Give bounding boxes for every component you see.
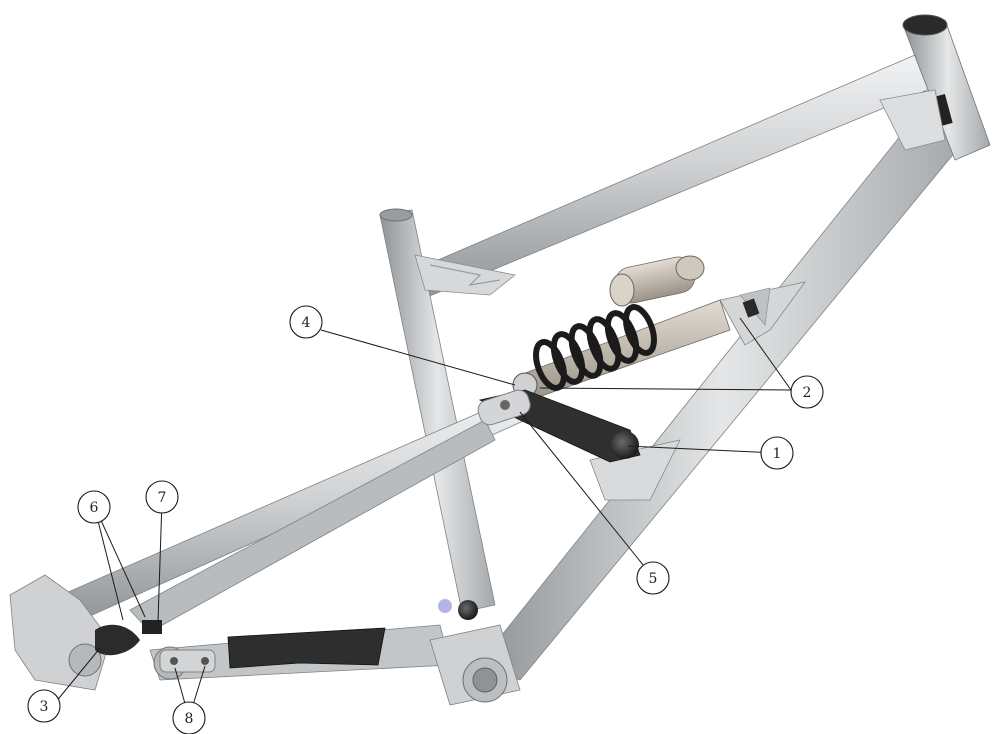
callout-4: 4 [289,305,323,339]
bottom-bracket [429,599,521,706]
svg-text:2: 2 [803,385,812,401]
rear-shock [512,255,731,401]
rocker-link [477,389,641,463]
callout-7: 7 [145,480,179,514]
svg-text:8: 8 [185,711,194,727]
callout-2: 2 [790,375,824,409]
head-tube-top [902,14,948,36]
svg-text:3: 3 [40,699,49,715]
svg-text:5: 5 [649,571,658,587]
svg-text:6: 6 [90,500,99,516]
rear-dropout [9,574,216,691]
callout-1: 1 [760,436,794,470]
seat-stay-rear [129,419,496,633]
callout-3: 3 [27,689,61,723]
leader-lines [54,317,792,719]
callout-6: 6 [77,490,111,524]
shock-spring [533,304,657,391]
svg-text:7: 7 [158,490,167,506]
callout-8: 8 [172,701,206,734]
frame [9,14,991,706]
svg-text:1: 1 [773,446,782,462]
svg-text:4: 4 [302,315,311,331]
callout-5: 5 [636,561,670,595]
chain-stay-guard [227,627,386,669]
